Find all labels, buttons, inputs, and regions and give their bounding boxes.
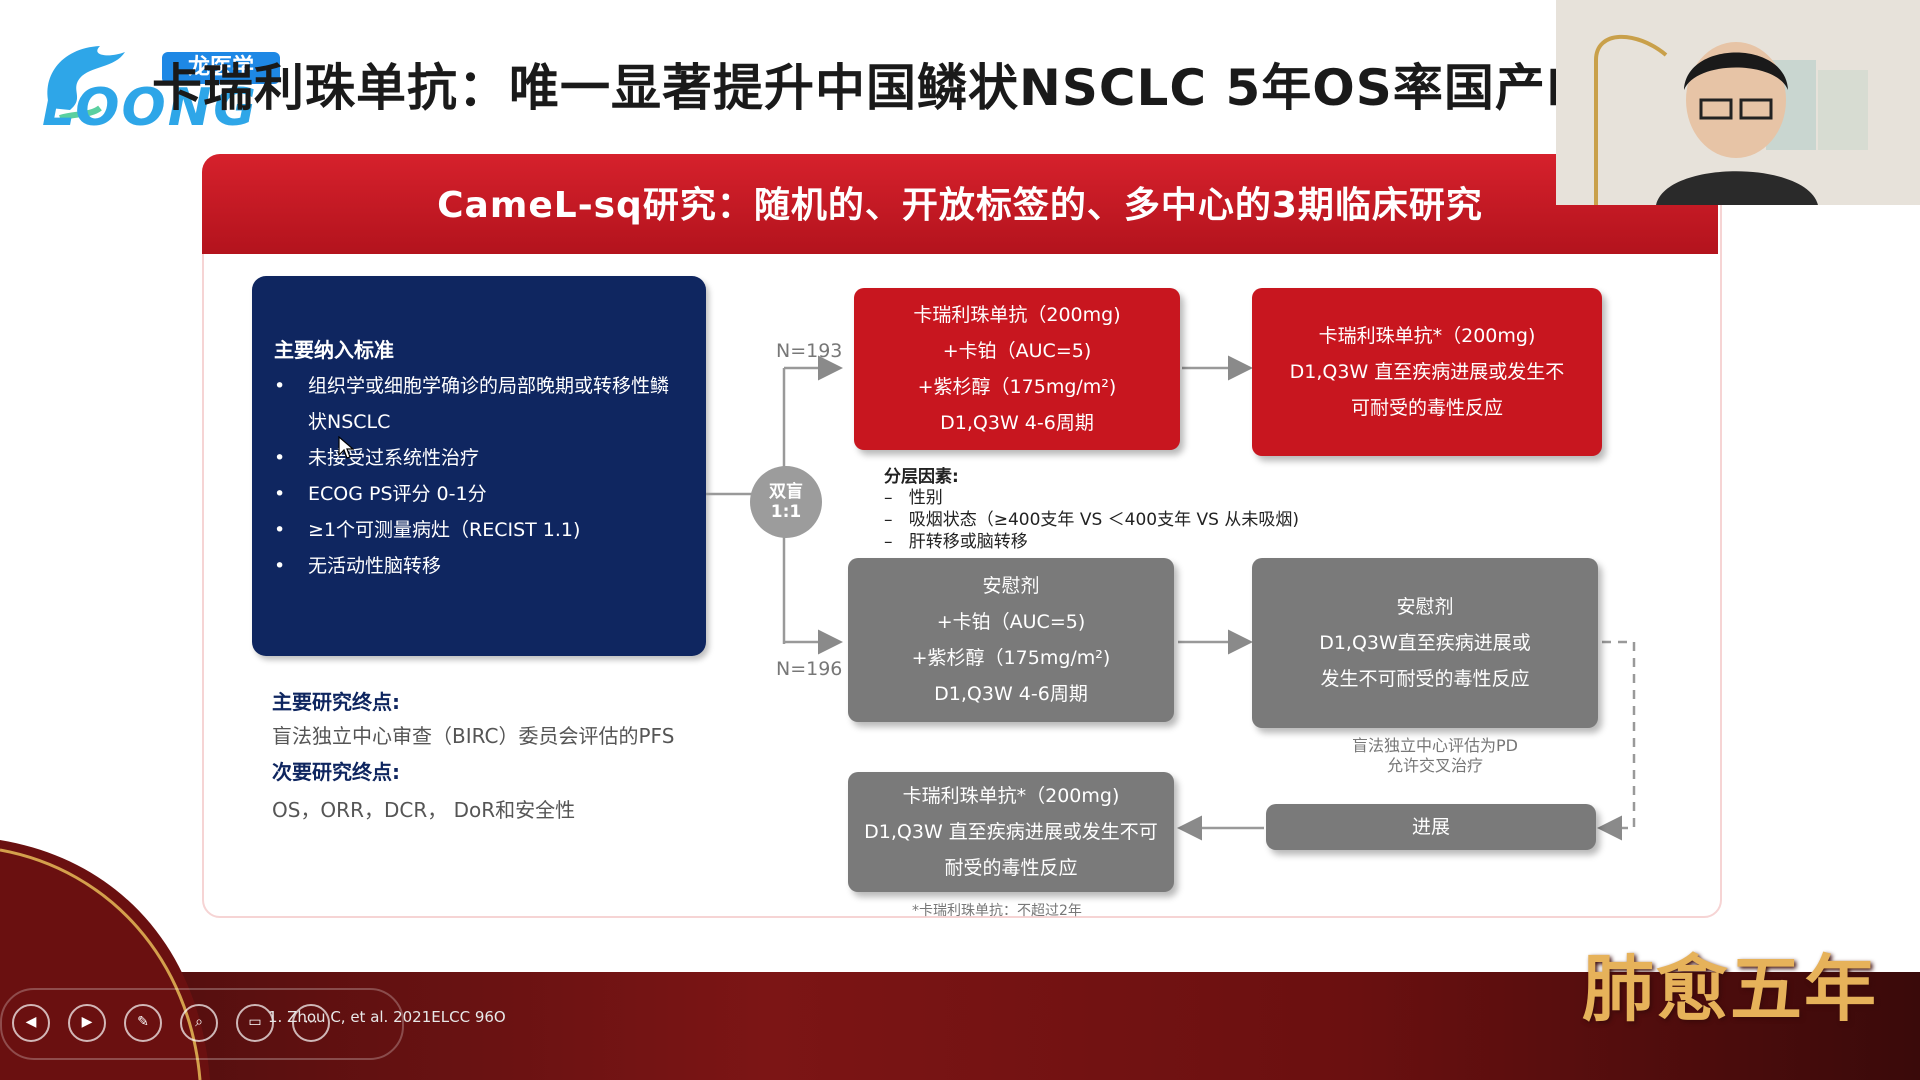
bullet-icon: • [274, 447, 286, 469]
brand-logo: 肺愈五年 [1582, 946, 1879, 1031]
study-card-heading: CameL-sq研究：随机的、开放标签的、多中心的3期临床研究 [202, 154, 1718, 254]
zoom-icon[interactable]: ⌕ [180, 1004, 218, 1042]
bullet-icon: • [274, 555, 286, 577]
inclusion-item: •ECOG PS评分 0-1分 [274, 476, 684, 512]
inclusion-item: •≥1个可测量病灶（RECIST 1.1) [274, 512, 684, 548]
inclusion-item: •未接受过系统性治疗 [274, 440, 684, 476]
presenter-video-icon [1556, 0, 1920, 205]
mouse-cursor-icon [338, 436, 354, 459]
stratification-title: 分层因素: [884, 467, 959, 487]
player-controls [0, 988, 404, 1060]
camrelizumab-maintenance-box: 卡瑞利珠单抗*（200mg) D1,Q3W 直至疾病进展或发生不 可耐受的毒性反… [1252, 288, 1602, 456]
n-bottom-label: N=196 [776, 658, 843, 680]
placebo-induction-box: 安慰剂 +卡铂（AUC=5) +紫杉醇（175mg/m²) D1,Q3W 4-6… [848, 558, 1174, 722]
inclusion-list: •组织学或细胞学确诊的局部晚期或转移性鳞状NSCLC •未接受过系统性治疗 •E… [274, 368, 684, 584]
inclusion-criteria-box: 主要纳入标准 •组织学或细胞学确诊的局部晚期或转移性鳞状NSCLC •未接受过系… [252, 276, 706, 656]
crossover-note: 盲法独立中心评估为PD 允许交叉治疗 [1352, 736, 1518, 775]
secondary-endpoint-title: 次要研究终点: [272, 760, 400, 784]
bullet-icon: • [274, 375, 286, 397]
citation: 1. Zhou C, et al. 2021ELCC 96O [268, 1008, 506, 1026]
camera-icon[interactable]: ▭ [236, 1004, 274, 1042]
next-icon[interactable]: ▶ [68, 1004, 106, 1042]
inclusion-title: 主要纳入标准 [274, 338, 394, 362]
more-icon[interactable]: ⋯ [292, 1004, 330, 1042]
primary-endpoint-title: 主要研究终点: [272, 690, 400, 714]
webcam-video [1556, 0, 1920, 205]
crossover-camrelizumab-box: 卡瑞利珠单抗*（200mg) D1,Q3W 直至疾病进展或发生不可 耐受的毒性反… [848, 772, 1174, 892]
slide-title: 卡瑞利珠单抗：唯一显著提升中国鳞状NSCLC 5年OS率国产PD [152, 59, 1572, 117]
secondary-endpoint-text: OS，ORR，DCR， DoR和安全性 [272, 798, 576, 822]
primary-endpoint-text: 盲法独立中心审查（BIRC）委员会评估的PFS [272, 724, 675, 748]
camrelizumab-induction-box: 卡瑞利珠单抗（200mg) +卡铂（AUC=5) +紫杉醇（175mg/m²) … [854, 288, 1180, 450]
placebo-maintenance-box: 安慰剂 D1,Q3W直至疾病进展或 发生不可耐受的毒性反应 [1252, 558, 1598, 728]
bullet-icon: • [274, 483, 286, 505]
previous-icon[interactable]: ◀ [12, 1004, 50, 1042]
footnote: *卡瑞利珠单抗：不超过2年 [912, 903, 1082, 919]
stratification-item: – 肝转移或脑转移 [884, 532, 1028, 552]
logo: 龙医学 LOONG [30, 38, 280, 138]
stratification-item: – 吸烟状态（≥400支年 VS ＜400支年 VS 从未吸烟) [884, 510, 1299, 530]
logo-badge: 龙医学 [162, 52, 280, 84]
inclusion-item: •组织学或细胞学确诊的局部晚期或转移性鳞状NSCLC [274, 368, 684, 440]
bullet-icon: • [274, 519, 286, 541]
logo-text: LOONG [42, 78, 258, 138]
dragon-logo-icon [47, 46, 125, 121]
stratification-block: 分层因素: – 性别 – 吸烟状态（≥400支年 VS ＜400支年 VS 从未… [884, 462, 1384, 553]
progression-box: 进展 [1266, 804, 1596, 850]
randomization-badge: 双盲 1:1 [750, 466, 822, 538]
pen-icon[interactable]: ✎ [124, 1004, 162, 1042]
inclusion-item: •无活动性脑转移 [274, 548, 684, 584]
n-top-label: N=193 [776, 340, 843, 362]
stratification-item: – 性别 [884, 488, 943, 508]
